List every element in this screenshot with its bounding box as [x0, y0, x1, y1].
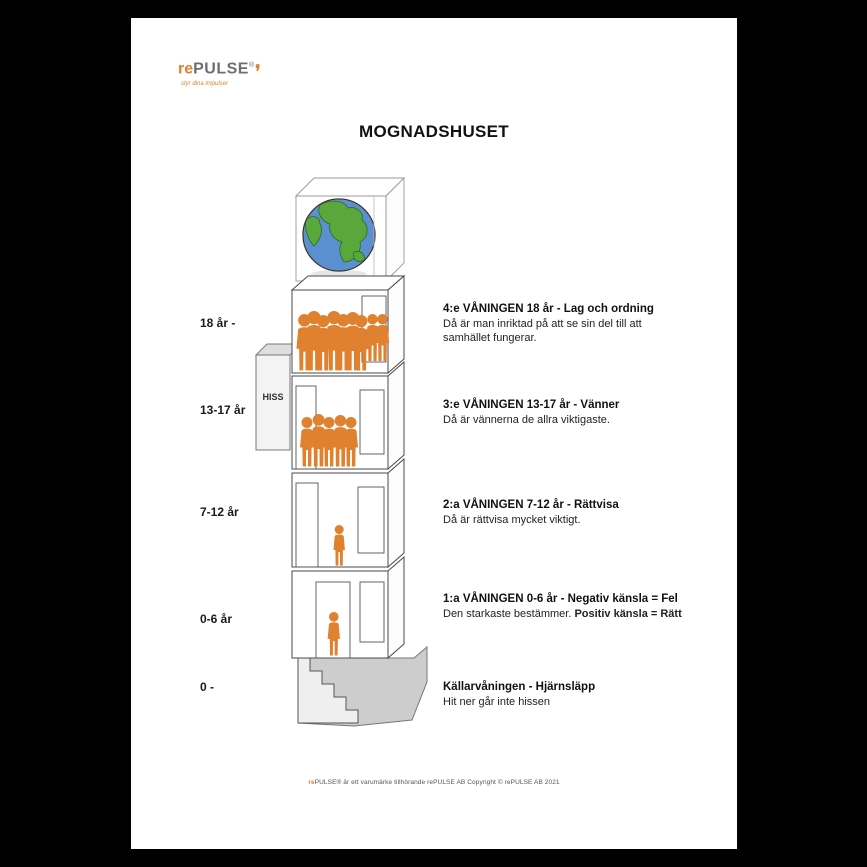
elevator-label: HISS [262, 392, 283, 402]
floor-2-text: 2:a VÅNINGEN 7-12 år - Rättvisa Då är rä… [443, 498, 693, 528]
poster-title: MOGNADSHUSET [359, 122, 509, 141]
footer-rest: PULSE® är ett varumärke tillhörande rePU… [314, 779, 560, 786]
glass-box [294, 176, 406, 283]
floor-1-body-regular: Den starkaste bestämmer. [443, 608, 575, 620]
globe-icon [302, 198, 376, 272]
maturity-house-diagram: HISS [254, 176, 428, 727]
logo-tagline: styr dina impulser [181, 81, 229, 88]
basement-text: Källarvåningen - Hjärnsläpp Hit ner går … [443, 680, 693, 710]
footer-re: re [308, 779, 315, 786]
age-label-13-17: 13-17 år [200, 403, 246, 417]
floor-1-text: 1:a VÅNINGEN 0-6 år - Negativ känsla = F… [443, 592, 731, 622]
floor-2-box [291, 457, 405, 569]
logo-pulse: PULSE [193, 60, 249, 78]
basement [297, 645, 428, 727]
floor-4-box [290, 274, 406, 375]
logo-re: re [178, 60, 194, 78]
floor-4-text: 4:e VÅNINGEN 18 år - Lag och ordning Då … [443, 302, 683, 345]
floor-3-heading: 3:e VÅNINGEN 13-17 år - Vänner [443, 399, 620, 411]
logo-wordmark: rePULSE®❜ [178, 58, 261, 82]
age-label-18: 18 år - [200, 316, 236, 330]
floor-2-heading: 2:a VÅNINGEN 7-12 år - Rättvisa [443, 499, 619, 511]
age-label-0: 0 - [200, 680, 215, 694]
basement-heading: Källarvåningen - Hjärnsläpp [443, 681, 596, 693]
floor-3-box [291, 360, 405, 471]
floor-1-body-bold: Positiv känsla = Rätt [574, 608, 682, 620]
elevator-box [254, 343, 303, 451]
floor-1-box [291, 555, 405, 660]
basement-stairs-icon [297, 657, 359, 724]
floor-3-body: Då är vännerna de allra viktigaste. [443, 414, 610, 426]
footer-copyright: rePULSE® är ett varumärke tillhörande re… [131, 779, 737, 786]
floor-4-body: Då är man inriktad på att se sin del til… [443, 318, 642, 344]
registered-mark: ® [248, 62, 255, 69]
logo-comma-swoosh-icon: ❜ [255, 62, 261, 82]
floor-1-body: Den starkaste bestämmer. Positiv känsla … [443, 608, 731, 622]
floor-4-heading: 4:e VÅNINGEN 18 år - Lag och ordning [443, 303, 654, 315]
floor-1-heading: 1:a VÅNINGEN 0-6 år - Negativ känsla = F… [443, 593, 678, 605]
age-label-0-6: 0-6 år [200, 612, 233, 626]
repulse-logo: rePULSE®❜ styr dina impulser [178, 58, 261, 92]
basement-body: Hit ner går inte hissen [443, 696, 550, 708]
poster-page: rePULSE®❜ styr dina impulser MOGNADSHUSE… [131, 18, 737, 849]
age-label-7-12: 7-12 år [200, 505, 239, 519]
floor-2-body: Då är rättvisa mycket viktigt. [443, 514, 581, 526]
floor-3-text: 3:e VÅNINGEN 13-17 år - Vänner Då är vän… [443, 398, 693, 428]
